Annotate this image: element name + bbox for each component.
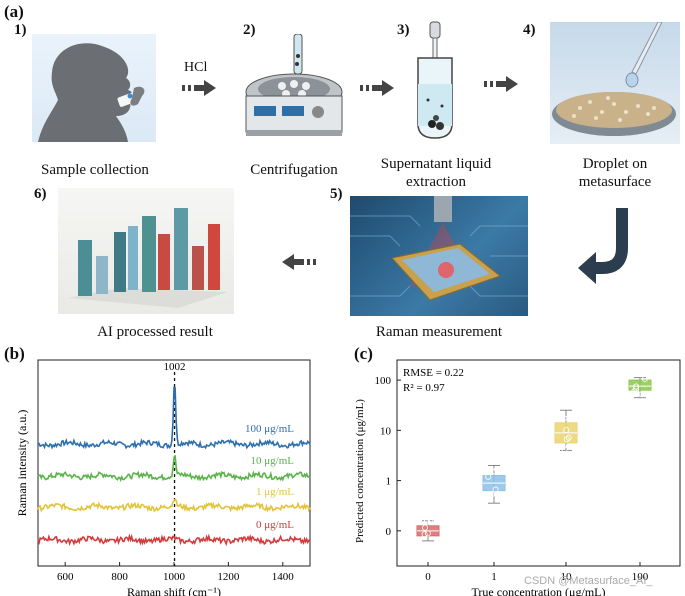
x-tick-label: 0	[425, 571, 431, 583]
data-point	[565, 443, 572, 450]
x-tick-label: 100	[632, 571, 649, 583]
panel-a-label: (a)	[4, 2, 24, 21]
series-label: 10 μg/mL	[251, 455, 295, 467]
x-tick-label: 10	[561, 571, 573, 583]
raman-measurement-image	[350, 196, 528, 316]
series-label: 1 μg/mL	[256, 486, 294, 498]
data-point	[563, 436, 570, 443]
data-point	[565, 434, 572, 441]
y-axis-label: Predicted concentration (μg/mL)	[354, 399, 366, 543]
spectrum-line	[37, 455, 311, 483]
stat-annotation: R² = 0.97	[403, 382, 445, 394]
y-tick-label: 100	[375, 375, 392, 387]
data-point	[561, 446, 568, 453]
arrow-right-icon	[182, 80, 216, 96]
data-point	[563, 427, 570, 434]
data-point	[641, 391, 648, 398]
x-tick-label: 1	[491, 571, 497, 583]
spectrum-line	[37, 533, 311, 547]
panel-b-label: (b)	[4, 344, 25, 363]
data-point	[486, 467, 493, 474]
x-tick-label: 1200	[217, 571, 240, 583]
spectrum-line	[37, 386, 311, 450]
data-point	[633, 385, 640, 392]
data-point	[633, 383, 640, 390]
spectrum-line	[37, 498, 311, 513]
x-tick-label: 600	[57, 571, 74, 583]
x-tick-label: 800	[111, 571, 128, 583]
data-point	[485, 473, 492, 480]
ai-result-image	[58, 188, 234, 314]
x-tick-label: 1000	[163, 571, 186, 583]
centrifuge-image	[236, 34, 352, 142]
step-3-caption-line2: extraction	[406, 174, 466, 190]
step-2-number: 2)	[243, 22, 256, 38]
data-point	[561, 415, 568, 422]
sample-collection-image	[32, 34, 156, 142]
x-axis-label: True concentration (μg/mL)	[472, 585, 606, 596]
data-point	[492, 486, 499, 493]
step-3-caption: Supernatant liquid extraction	[370, 155, 502, 191]
step-6-number: 6)	[34, 186, 47, 202]
step-4-caption-line1: Droplet on	[582, 156, 648, 172]
peak-label: 1002	[164, 361, 186, 373]
panel-c-label: (c)	[354, 344, 373, 363]
step-6-caption: AI processed result	[97, 324, 213, 340]
y-tick-label: 0	[386, 526, 392, 538]
step-5-number: 5)	[330, 186, 343, 202]
droplet-metasurface-image	[550, 22, 680, 144]
series-label: 100 μg/mL	[245, 423, 294, 435]
data-point	[421, 531, 428, 538]
data-point	[641, 375, 648, 382]
y-tick-label: 10	[380, 425, 392, 437]
step-2-caption: Centrifugation	[250, 162, 338, 178]
y-tick-label: 1	[386, 476, 392, 488]
step-4-caption-line2: metasurface	[578, 174, 652, 190]
step-4-caption: Droplet on metasurface	[548, 155, 682, 191]
step-1-caption: Sample collection	[41, 162, 149, 178]
arrow-left-icon	[282, 254, 316, 270]
data-point	[488, 491, 495, 498]
step-4-number: 4)	[523, 22, 536, 38]
watermark: CSDN @Metasurface_AI_	[524, 575, 653, 587]
step-1-number: 1)	[14, 22, 27, 38]
supernatant-tube-image	[408, 20, 464, 142]
box	[628, 379, 652, 391]
reagent-label: HCl	[184, 60, 208, 75]
data-point	[422, 524, 429, 531]
x-tick-label: 1400	[272, 571, 295, 583]
data-point	[424, 518, 431, 525]
data-point	[638, 391, 645, 398]
step-3-number: 3)	[397, 22, 410, 38]
data-point	[492, 468, 499, 475]
data-point	[423, 519, 430, 526]
data-point	[424, 530, 431, 537]
curved-arrow-icon	[578, 208, 628, 284]
y-axis-label: Raman intensity (a.u.)	[15, 410, 29, 517]
step-5-caption: Raman measurement	[375, 324, 503, 340]
step-3-caption-line1: Supernatant liquid	[380, 156, 492, 172]
arrow-right-icon	[360, 80, 394, 96]
data-point	[427, 518, 434, 525]
series-label: 0 μg/mL	[256, 519, 294, 531]
plot-frame	[396, 359, 681, 567]
arrow-right-icon	[484, 76, 518, 92]
stat-annotation: RMSE = 0.22	[403, 367, 464, 379]
x-axis-label: Raman shift (cm⁻¹)	[127, 585, 221, 596]
